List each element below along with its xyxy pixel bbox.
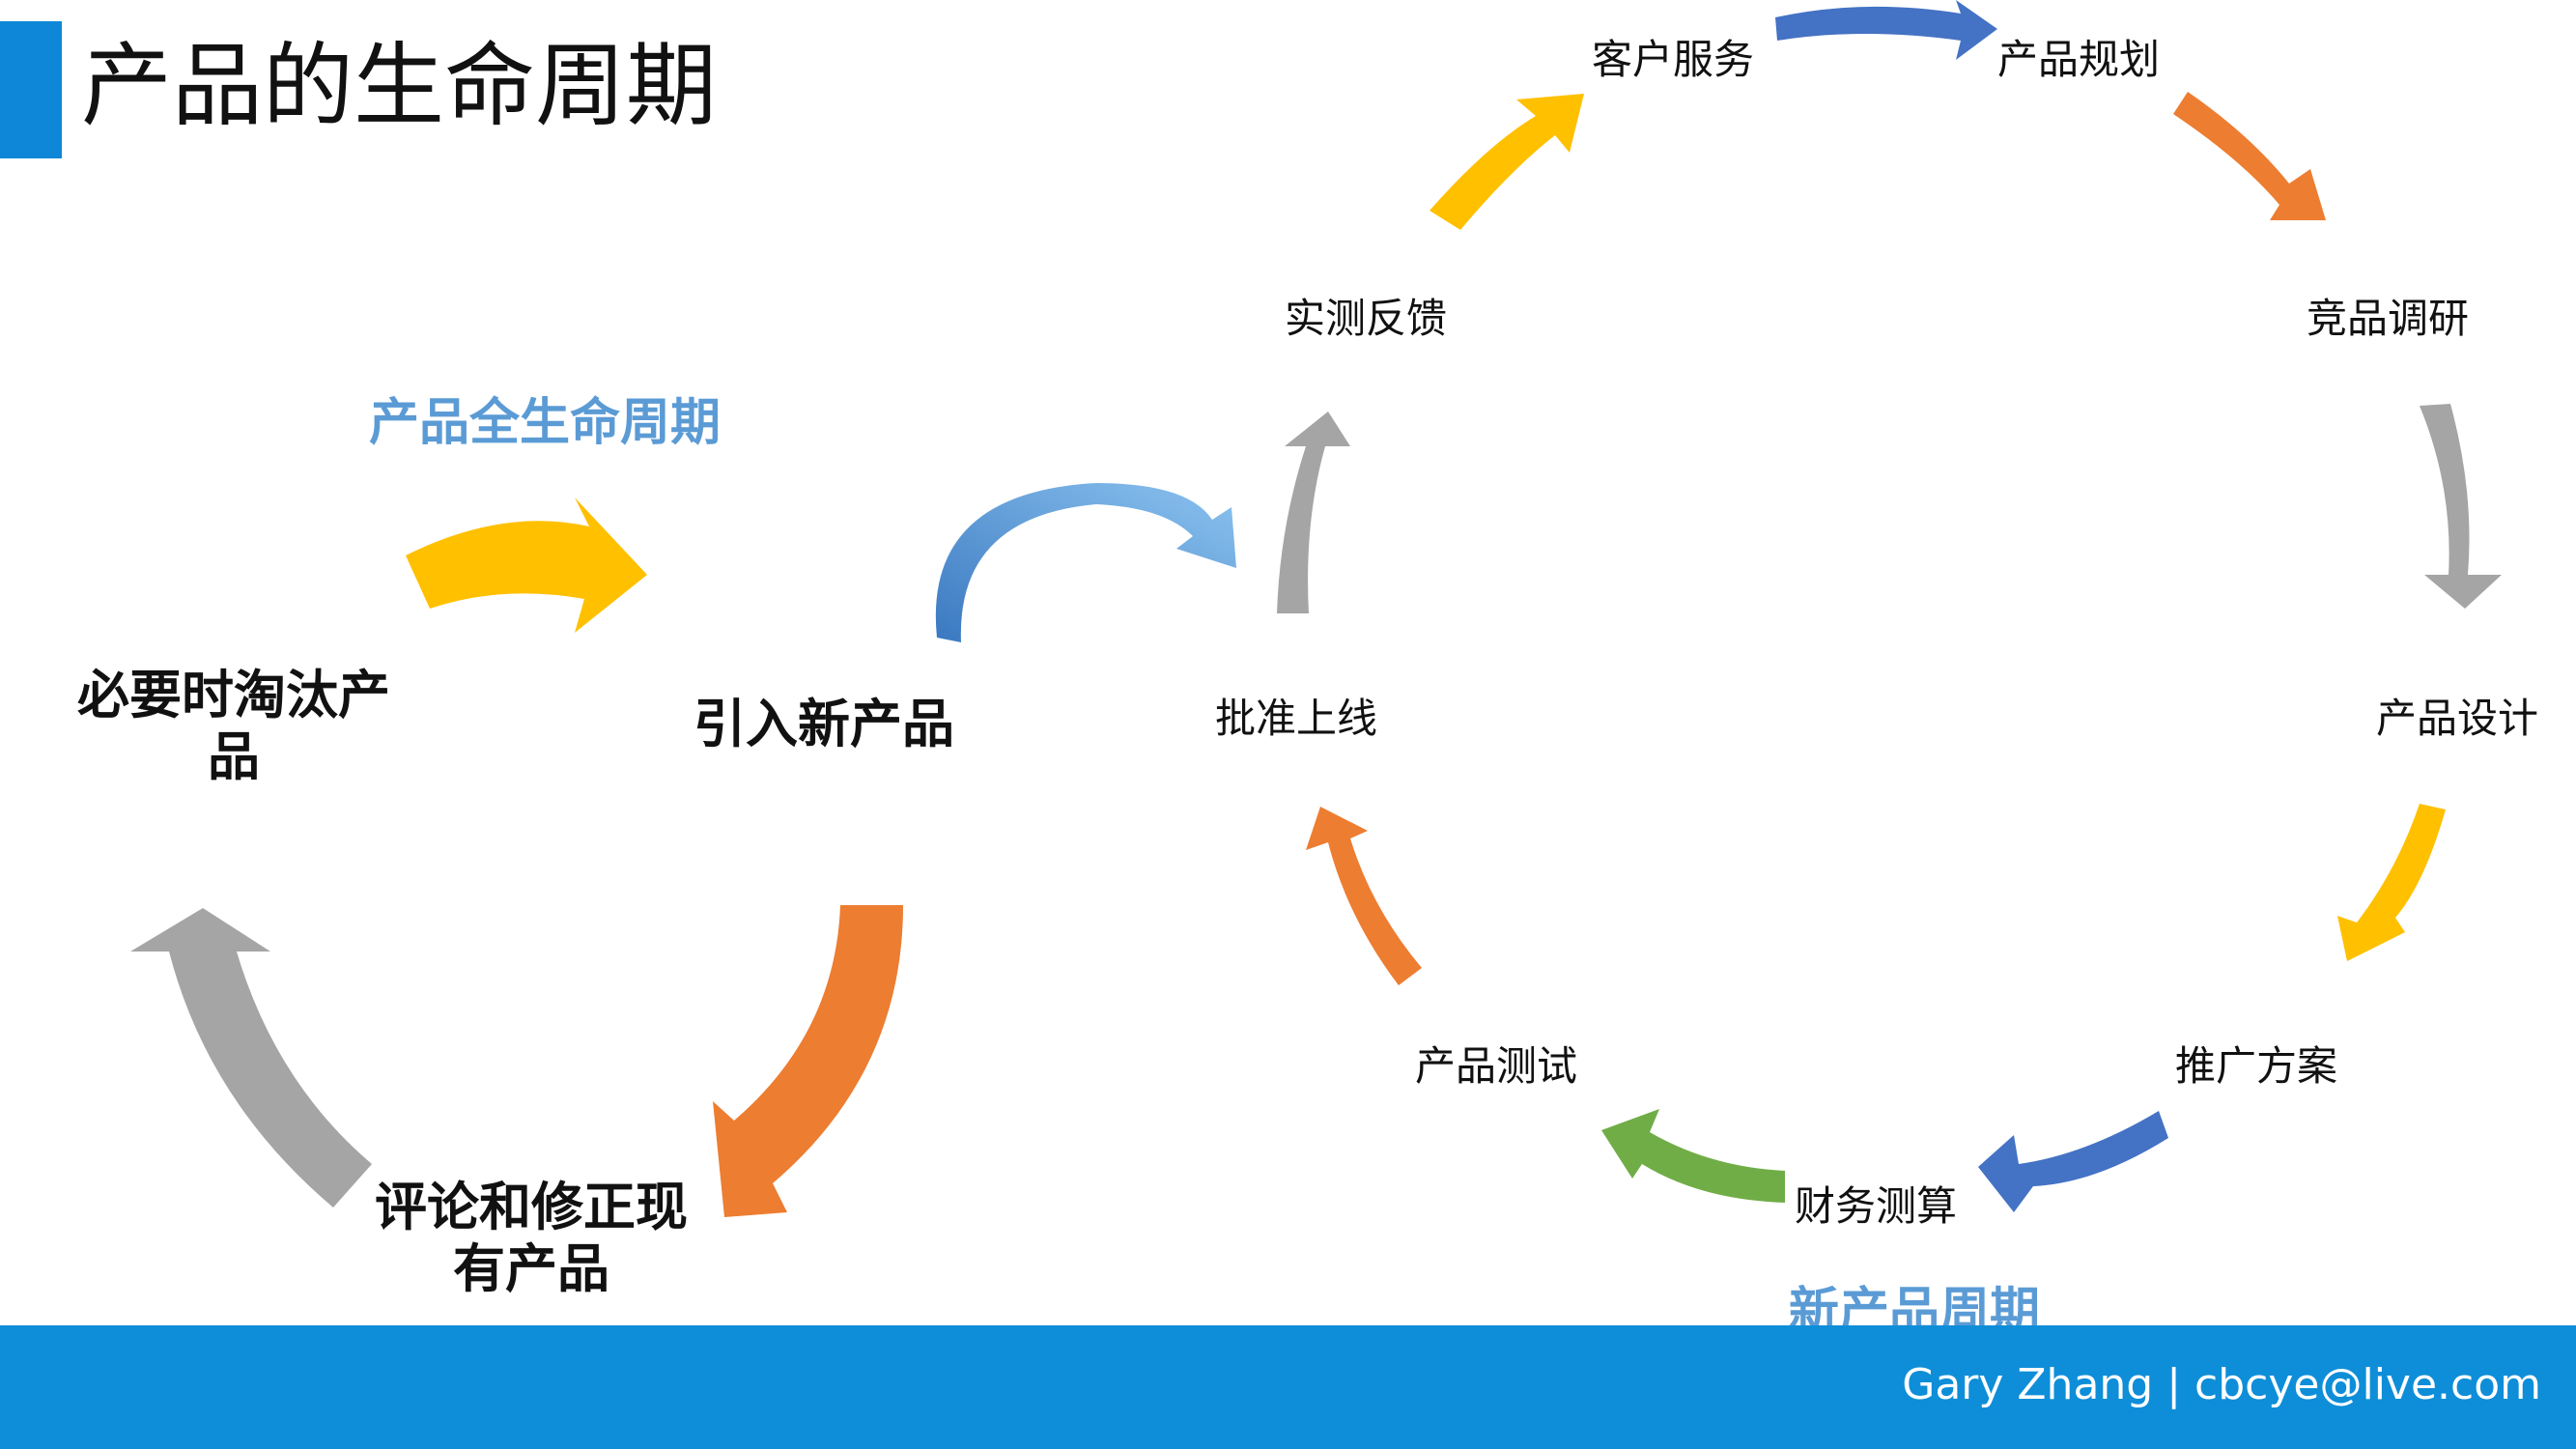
- arrow-review-to-retire: [130, 908, 372, 1208]
- footer-email[interactable]: cbcye@live.com: [2194, 1360, 2541, 1409]
- arrow-finance-to-testing: [1601, 1109, 1785, 1203]
- title-accent-bar: [0, 21, 62, 158]
- node-competitor-research: 竞品调研: [2307, 295, 2470, 342]
- arrow-feedback-to-service: [1430, 94, 1584, 230]
- node-retire-product: 必要时淘汰产 品: [70, 665, 398, 788]
- footer-author: Gary Zhang: [1902, 1360, 2154, 1409]
- arrow-retire-to-introduce: [406, 497, 647, 633]
- arrow-testing-to-approve: [1306, 807, 1422, 985]
- node-product-design: 产品设计: [2376, 695, 2539, 742]
- node-review-product: 评论和修正现 有产品: [367, 1177, 695, 1300]
- node-test-feedback: 实测反馈: [1285, 295, 1448, 342]
- page-title: 产品的生命周期: [81, 34, 718, 139]
- node-retire-line1: 必要时淘汰产: [77, 665, 390, 725]
- arrow-research-to-design: [2420, 404, 2502, 609]
- node-promotion-plan: 推广方案: [2175, 1042, 2338, 1090]
- node-product-testing: 产品测试: [1415, 1042, 1578, 1090]
- arrow-promotion-to-finance: [1978, 1111, 2168, 1212]
- node-review-line2: 有产品: [453, 1238, 609, 1299]
- footer-bar: Gary Zhang | cbcye@live.com: [0, 1325, 2576, 1449]
- footer-separator: |: [2166, 1360, 2182, 1409]
- footer-credit: Gary Zhang | cbcye@live.com: [1902, 1360, 2541, 1409]
- left-cycle-heading: 产品全生命周期: [369, 394, 722, 452]
- node-customer-service: 客户服务: [1592, 36, 1755, 83]
- node-product-planning: 产品规划: [1997, 36, 2161, 83]
- node-retire-line2: 品: [208, 726, 260, 787]
- arrow-service-to-planning: [1775, 0, 1997, 60]
- arrow-curved-to-new-cycle: [935, 483, 1236, 642]
- node-introduce-new-product: 引入新产品: [694, 694, 954, 754]
- node-approve-launch: 批准上线: [1215, 695, 1378, 742]
- arrow-approve-to-feedback: [1277, 412, 1350, 613]
- arrow-planning-to-research: [2173, 92, 2326, 220]
- arrow-design-to-promotion: [2337, 804, 2446, 961]
- node-financial-estimate: 财务测算: [1795, 1182, 1958, 1230]
- node-review-line1: 评论和修正现: [375, 1177, 688, 1237]
- arrow-introduce-to-review: [713, 905, 903, 1217]
